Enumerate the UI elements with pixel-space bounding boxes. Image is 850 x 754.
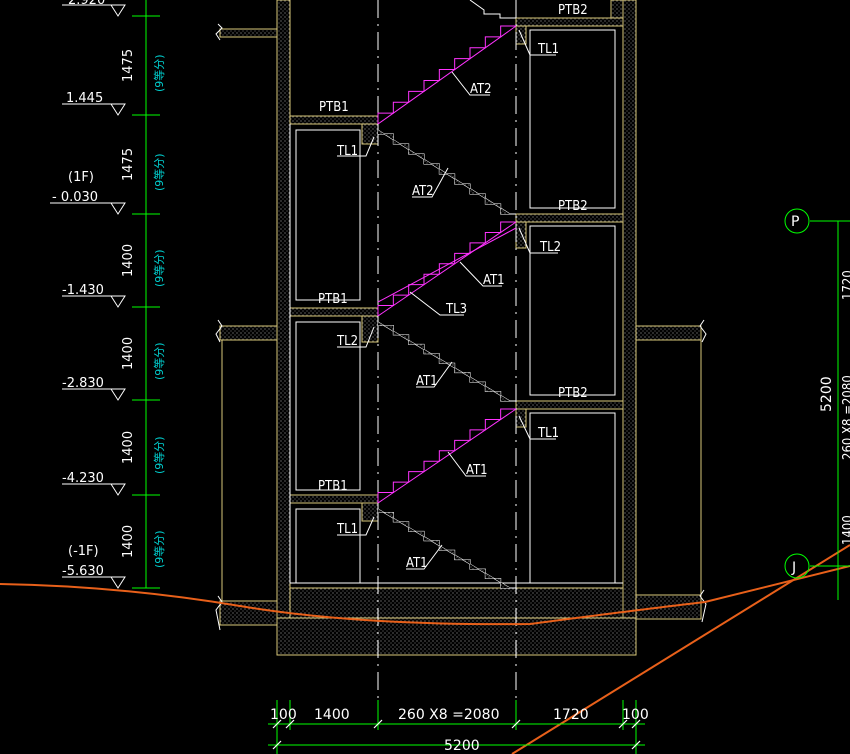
stair-cut-fill xyxy=(378,503,516,588)
ptb1-label: PTB1 xyxy=(319,100,349,115)
ptb2-label: PTB2 xyxy=(558,3,588,18)
flight-height-label: 1400 xyxy=(121,525,136,558)
elevation-label: -2.830 xyxy=(62,376,104,391)
at1-label: AT1 xyxy=(466,463,488,478)
flight-height-label: 1400 xyxy=(121,337,136,370)
ptb2-label: PTB2 xyxy=(558,386,588,401)
elevation-label: -1.430 xyxy=(62,283,104,298)
stair-cut-fill xyxy=(378,316,516,401)
dim-ticks xyxy=(272,719,641,750)
grid-dash-lines xyxy=(377,0,517,700)
tl1-label: TL1 xyxy=(336,144,358,159)
flight-steps-label: (9等分) xyxy=(152,54,166,92)
flight-steps-label: (9等分) xyxy=(152,342,166,380)
stair-steps xyxy=(377,124,516,215)
stair-beam-line xyxy=(377,408,517,504)
stair-steps xyxy=(377,25,516,124)
axis-p: P xyxy=(784,208,810,234)
stair-labels: PTB1 PTB1 PTB1 PTB2 PTB2 PTB2 TL1 TL1 TL… xyxy=(318,3,588,571)
dim-label: 1720 xyxy=(553,707,589,723)
tl1-label: TL1 xyxy=(336,522,358,537)
floor-label: (-1F) xyxy=(68,544,99,559)
stair-steps xyxy=(377,316,516,402)
elevation-label: 2.920 xyxy=(68,0,105,8)
elevation-label: -5.630 xyxy=(62,564,104,579)
flight-height-label: 1475 xyxy=(121,49,136,82)
flight-steps-label: (9等分) xyxy=(152,249,166,287)
stair-beam-line xyxy=(377,25,517,125)
elevation-scale xyxy=(132,0,160,589)
flight-steps-label: (9等分) xyxy=(152,436,166,474)
stair-steps xyxy=(377,408,516,503)
at2-label: AT2 xyxy=(470,82,492,97)
right-dim-seg: 1400 xyxy=(841,515,850,545)
tl3-label: TL3 xyxy=(445,302,467,317)
bottom-dimension xyxy=(268,700,645,754)
right-axis-lines xyxy=(810,220,850,600)
right-dim-seg: 1720 xyxy=(841,270,850,300)
ptb1-label: PTB1 xyxy=(318,292,348,307)
flight-steps-label: (9等分) xyxy=(152,153,166,191)
stair-steps xyxy=(377,221,516,316)
at1-label: AT1 xyxy=(416,374,438,389)
tl2-label: TL2 xyxy=(539,240,561,255)
leader-lines xyxy=(337,29,558,570)
elevation-label: -4.230 xyxy=(62,471,104,486)
stair-steps xyxy=(469,0,516,19)
dim-label: 260 X8 =2080 xyxy=(398,707,499,723)
stair-beam-line xyxy=(377,221,517,317)
dim-label: 1400 xyxy=(314,707,350,723)
tl1-label: TL1 xyxy=(537,42,559,57)
at2-label: AT2 xyxy=(412,184,434,199)
landing-outlines xyxy=(289,29,623,584)
floor-label: (1F) xyxy=(68,170,94,185)
at1-label: AT1 xyxy=(483,273,505,288)
flight-height-label: 1400 xyxy=(121,244,136,277)
dim-label: 100 xyxy=(622,707,649,723)
stair-steps xyxy=(377,503,516,589)
dim-label: 100 xyxy=(270,707,297,723)
tl3-line xyxy=(377,227,517,303)
elevation-markers xyxy=(50,4,126,589)
tl2-label: TL2 xyxy=(336,334,358,349)
dim-total-label: 5200 xyxy=(444,738,480,754)
stair-flights xyxy=(377,0,517,589)
ptb1-label: PTB1 xyxy=(318,479,348,494)
flight-height-label: 1475 xyxy=(121,148,136,181)
elevation-label: - 0.030 xyxy=(52,190,98,205)
right-dim-seg: 260 X8 =2080 xyxy=(841,375,850,460)
axis-p-label: P xyxy=(791,214,799,230)
axis-j: J xyxy=(784,553,810,579)
axis-j-label: J xyxy=(791,560,796,576)
flight-steps-label: (9等分) xyxy=(152,530,166,568)
at1-label: AT1 xyxy=(406,556,428,571)
ptb2-label: PTB2 xyxy=(558,199,588,214)
tl1-label: TL1 xyxy=(537,426,559,441)
elevation-label: 1.445 xyxy=(66,91,103,106)
grade-lines xyxy=(0,544,850,754)
right-dim-total: 5200 xyxy=(819,376,835,412)
flight-height-label: 1400 xyxy=(121,431,136,464)
